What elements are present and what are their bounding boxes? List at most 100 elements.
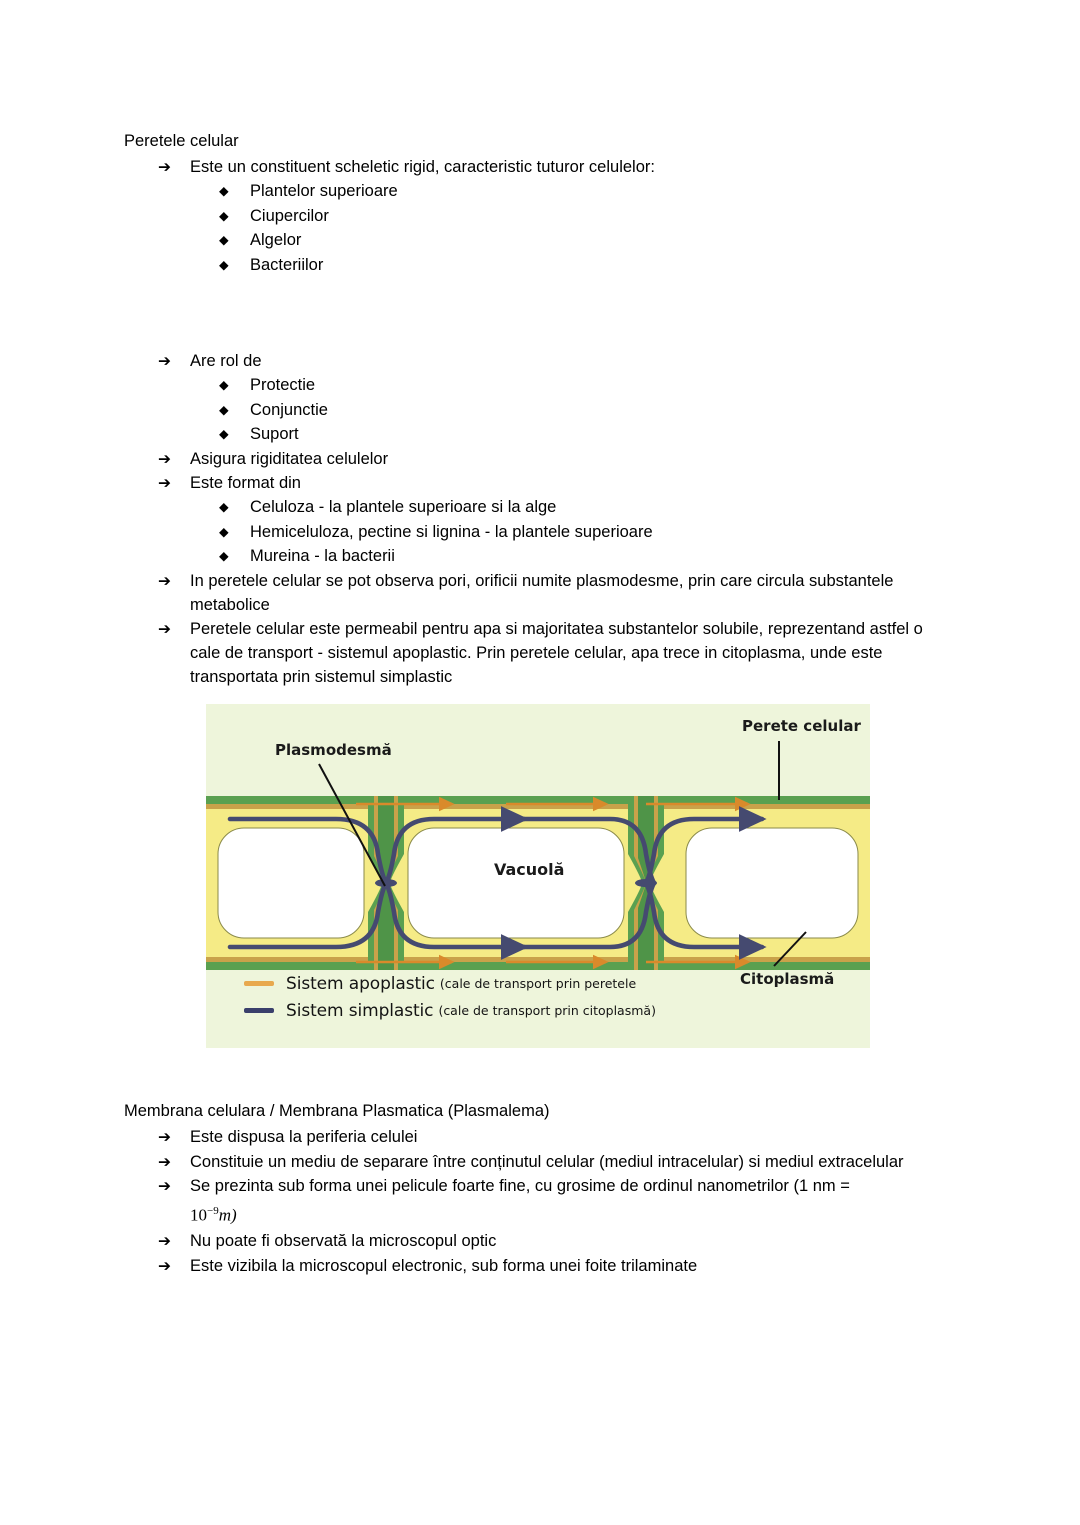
list-item-label: Este un constituent scheletic rigid, car…	[190, 158, 655, 176]
vertical-spacer	[158, 277, 954, 349]
diagram-svg	[206, 704, 870, 1048]
label-plasmodesma: Plasmodesmă	[275, 741, 392, 759]
arrow-bullet-icon: ➔	[158, 158, 171, 176]
list-item: ◆ Suport	[218, 422, 954, 446]
diamond-bullet-icon: ◆	[219, 401, 229, 417]
list-item-label: Este dispusa la periferia celulei	[190, 1128, 418, 1146]
label-vacuola: Vacuolă	[494, 860, 565, 879]
bullet-list-level-1: ➔ Este dispusa la periferia celulei ➔ Co…	[124, 1125, 954, 1278]
bullet-list-level-2: ◆ Plantelor superioare ◆ Ciupercilor ◆ A…	[190, 179, 954, 277]
legend-swatch-apoplastic	[244, 981, 274, 986]
list-item: ➔ Asigura rigiditatea celulelor	[158, 447, 954, 471]
section-membrana-celulara: Membrana celulara / Membrana Plasmatica …	[124, 1100, 954, 1278]
arrow-bullet-icon: ➔	[158, 571, 171, 590]
list-item-label: Mureina - la bacterii	[250, 547, 395, 565]
list-item: ➔ Este format din ◆ Celuloza - la plante…	[158, 471, 954, 568]
page-title: Peretele celular	[124, 132, 239, 150]
list-item: ◆ Ciupercilor	[218, 204, 954, 228]
list-item-label: Constituie un mediu de separare între co…	[190, 1152, 904, 1171]
cell-band	[206, 796, 870, 970]
list-item: ➔ Nu poate fi observată la microscopul o…	[158, 1229, 954, 1253]
arrow-bullet-icon: ➔	[158, 1256, 171, 1275]
label-perete-celular: Perete celular	[742, 717, 861, 735]
list-item-label: Are rol de	[190, 352, 262, 370]
plasmodesma-channel	[635, 879, 657, 887]
bullet-list-level-2: ◆ Protectie ◆ Conjunctie ◆ Suport	[190, 373, 954, 446]
diamond-bullet-icon: ◆	[219, 426, 229, 441]
arrow-bullet-icon: ➔	[158, 1152, 171, 1171]
arrow-bullet-icon: ➔	[158, 352, 171, 370]
arrow-bullet-icon: ➔	[158, 474, 171, 492]
list-item: ◆ Plantelor superioare	[218, 179, 954, 203]
list-item-label: Bacteriilor	[250, 255, 324, 274]
document-body: Peretele celular ➔ Este un constituent s…	[124, 130, 954, 690]
list-item-label: Nu poate fi observată la microscopul opt…	[190, 1232, 497, 1251]
list-item-label: Peretele celular este permeabil pentru a…	[190, 620, 923, 686]
diamond-bullet-icon: ◆	[219, 207, 229, 223]
legend-swatch-simplastic	[244, 1008, 274, 1013]
list-item: ➔ Este vizibila la microscopul electroni…	[158, 1254, 954, 1278]
vacuole	[685, 827, 859, 939]
list-item: ➔ Peretele celular este permeabil pentru…	[158, 617, 954, 689]
list-item-label: Asigura rigiditatea celulelor	[190, 449, 389, 468]
arrow-bullet-icon: ➔	[158, 449, 171, 468]
math-base: 10	[190, 1205, 207, 1225]
list-item: ◆ Bacteriilor	[218, 253, 954, 277]
list-item-label: In peretele celular se pot observa pori,…	[190, 571, 894, 614]
legend-label-apoplastic: Sistem apoplastic	[286, 973, 435, 994]
diamond-bullet-icon: ◆	[219, 232, 229, 247]
list-item: ➔ Este dispusa la periferia celulei	[158, 1125, 954, 1149]
list-item: ➔ Se prezinta sub forma unei pelicule fo…	[158, 1174, 954, 1229]
list-item: ◆ Algelor	[218, 228, 954, 252]
leader-line-citoplasma	[773, 931, 807, 967]
diamond-bullet-icon: ◆	[219, 377, 229, 392]
list-item-label: Plantelor superioare	[250, 182, 398, 200]
section-title-membrana: Membrana celulara / Membrana Plasmatica …	[124, 1102, 550, 1120]
arrow-bullet-icon: ➔	[158, 1177, 171, 1195]
bullet-list-level-2: ◆ Celuloza - la plantele superioare si l…	[190, 495, 954, 568]
list-item-label: Celuloza - la plantele superioare si la …	[250, 498, 557, 516]
list-item-label: Protectie	[250, 376, 316, 394]
list-item-label: Conjunctie	[250, 400, 328, 419]
math-exponent: −9	[207, 1205, 219, 1217]
list-item: ◆ Conjunctie	[218, 398, 954, 422]
bullet-list-level-1: ➔ Este un constituent scheletic rigid, c…	[124, 155, 954, 689]
list-item: ➔ Este un constituent scheletic rigid, c…	[158, 155, 954, 277]
arrow-bullet-icon: ➔	[158, 1232, 171, 1251]
diamond-bullet-icon: ◆	[219, 499, 229, 514]
list-item-label: Ciupercilor	[250, 206, 329, 225]
cell-wall-transport-diagram: Plasmodesmă Perete celular Citoplasmă Va…	[206, 704, 870, 1048]
legend-entry: Sistem apoplastic (cale de transport pri…	[244, 970, 864, 997]
arrow-bullet-icon: ➔	[158, 1128, 171, 1146]
legend-label-simplastic: Sistem simplastic	[286, 1000, 434, 1021]
list-item: ◆ Mureina - la bacterii	[218, 544, 954, 568]
list-item-label: Algelor	[250, 231, 302, 249]
list-item: ◆ Celuloza - la plantele superioare si l…	[218, 495, 954, 519]
list-item-label: Suport	[250, 425, 299, 443]
list-item: ◆ Protectie	[218, 373, 954, 397]
list-item: ➔ Are rol de ◆ Protectie ◆ Conjunctie ◆	[158, 349, 954, 446]
apoplastic-flow-arrows	[356, 796, 751, 970]
section-peretele-celular: Peretele celular ➔ Este un constituent s…	[124, 130, 954, 689]
legend-note-simplastic: (cale de transport prin citoplasmă)	[438, 1003, 656, 1018]
list-item-label: Se prezinta sub forma unei pelicule foar…	[190, 1177, 850, 1195]
legend-note-apoplastic: (cale de transport prin peretele	[439, 976, 637, 991]
list-item-label: Este format din	[190, 474, 301, 492]
diagram-legend: Sistem apoplastic (cale de transport pri…	[244, 970, 864, 1024]
arrow-bullet-icon: ➔	[158, 620, 171, 638]
list-item-label: Este vizibila la microscopul electronic,…	[190, 1256, 698, 1275]
plasmodesma-channel	[375, 879, 397, 887]
list-item: ◆ Hemiceluloza, pectine si lignina - la …	[218, 520, 954, 544]
vacuole	[407, 827, 625, 939]
math-expression-nanometer: 10−9m)	[190, 1198, 954, 1229]
label-citoplasma: Citoplasmă	[740, 970, 835, 988]
diamond-bullet-icon: ◆	[219, 548, 229, 563]
vacuole	[217, 827, 365, 939]
diamond-bullet-icon: ◆	[219, 183, 229, 198]
diamond-bullet-icon: ◆	[219, 256, 229, 272]
list-item: ➔ In peretele celular se pot observa por…	[158, 569, 954, 617]
legend-entry: Sistem simplastic (cale de transport pri…	[244, 997, 864, 1024]
list-item-label: Hemiceluloza, pectine si lignina - la pl…	[250, 522, 653, 541]
diamond-bullet-icon: ◆	[219, 523, 229, 539]
